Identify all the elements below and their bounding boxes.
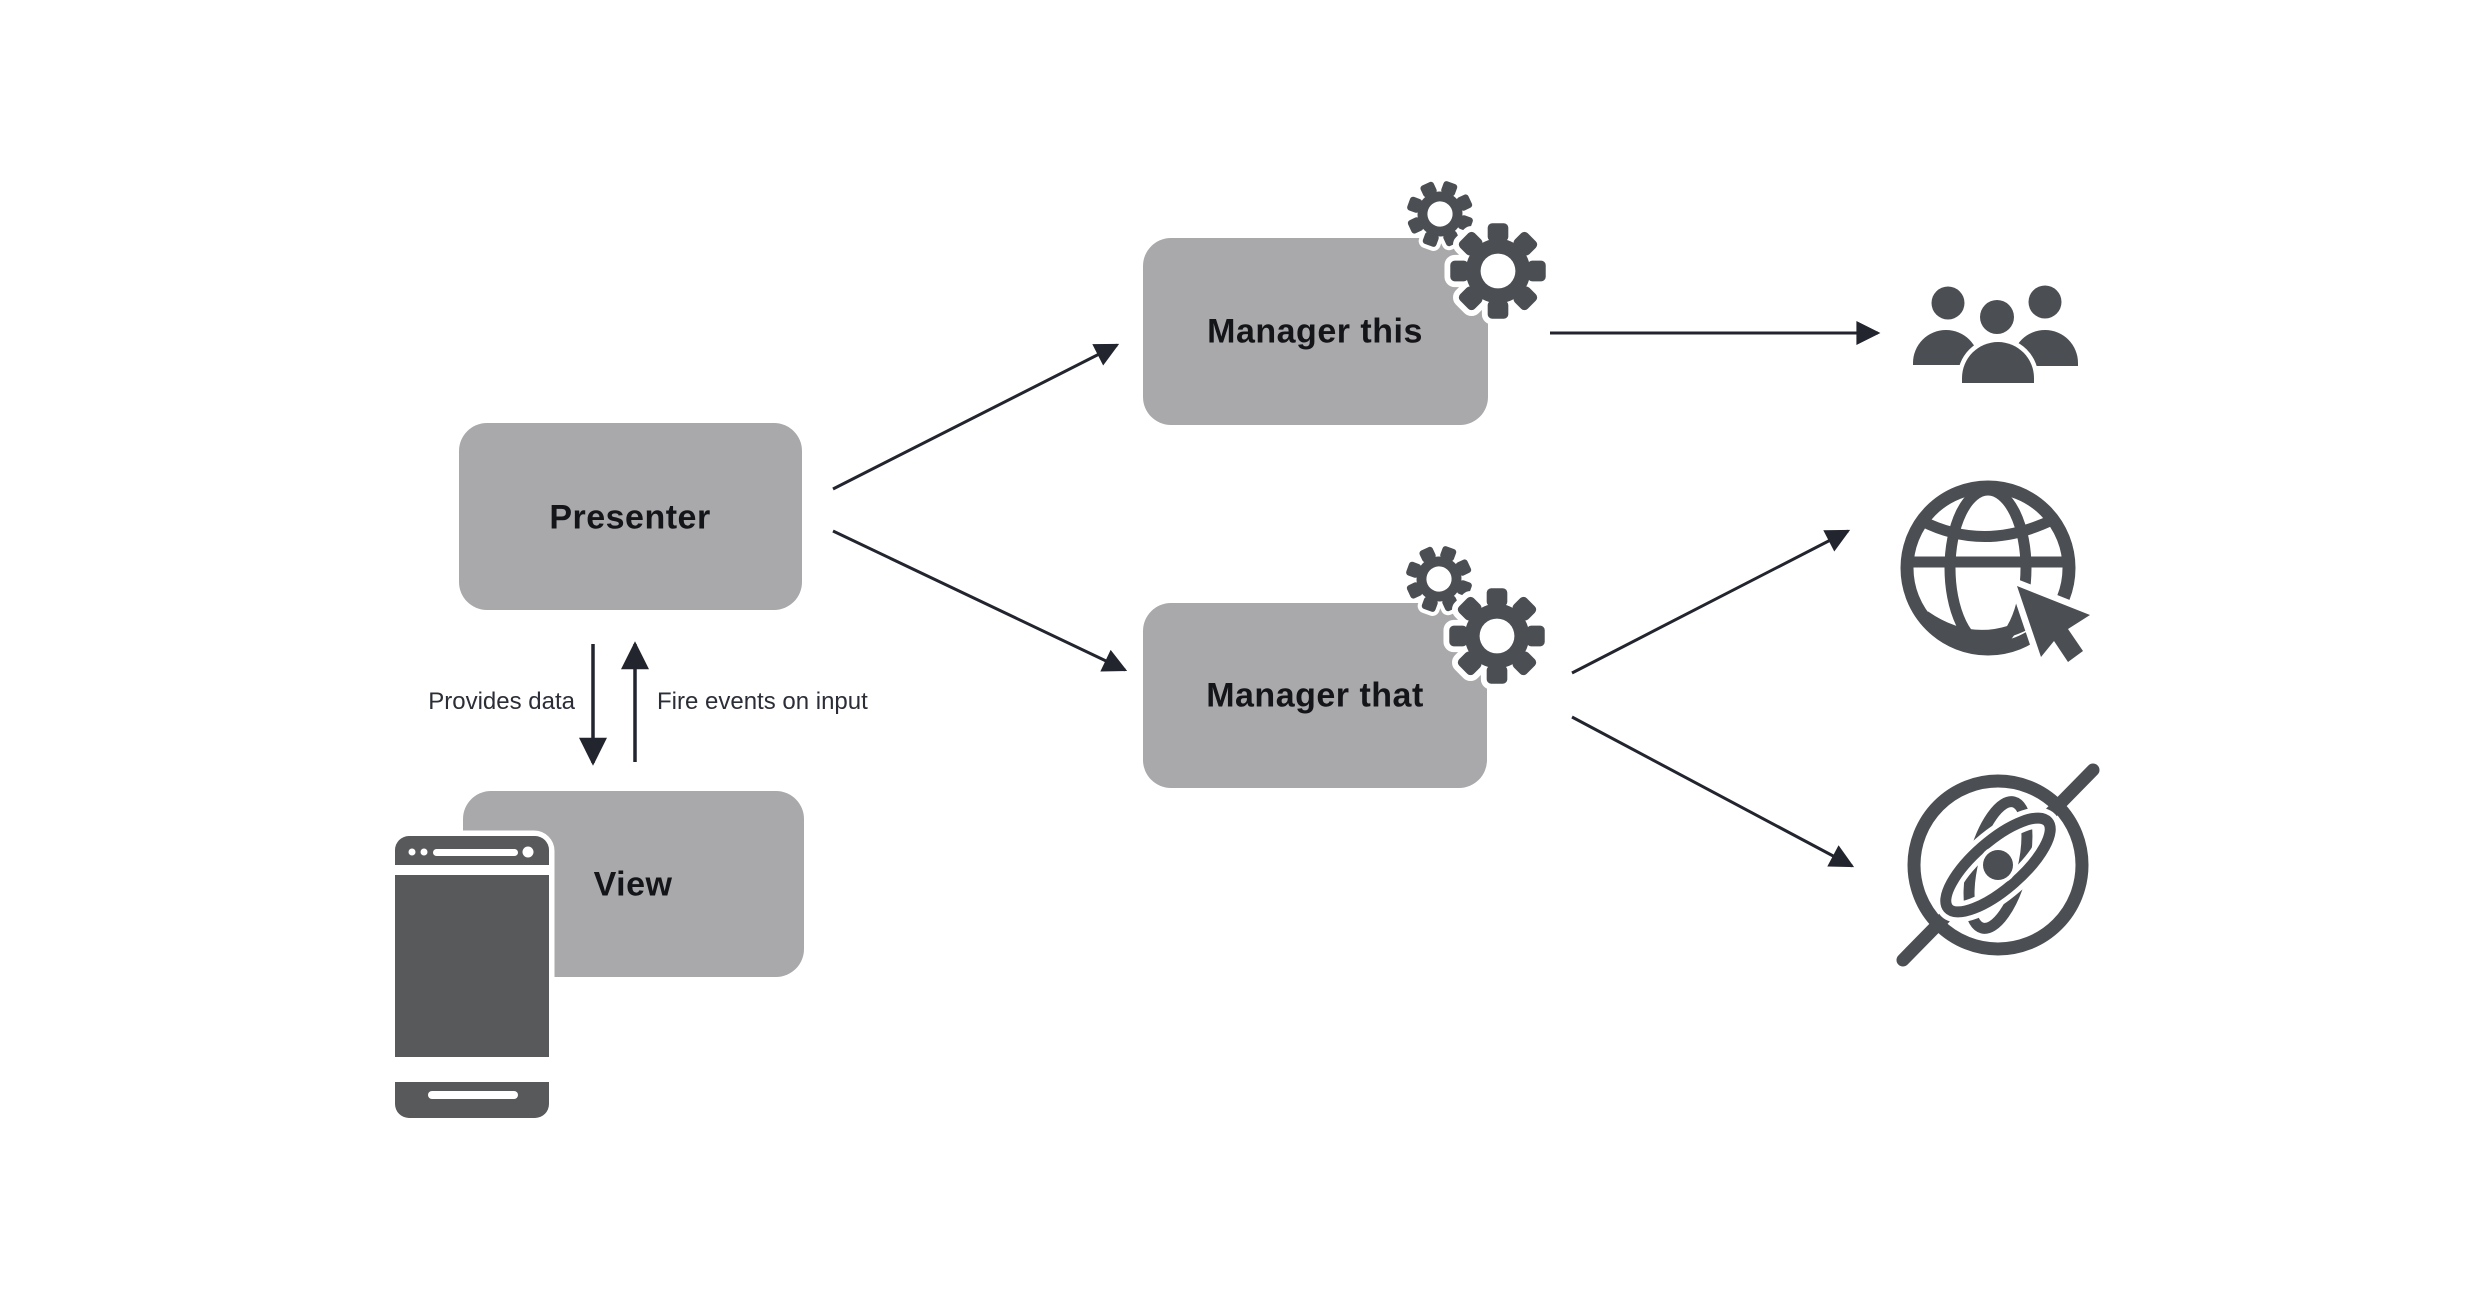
presenter-node-box xyxy=(459,423,802,610)
arrow-manager-that-to-globe xyxy=(1571,529,1851,675)
atom-icon xyxy=(1896,763,2100,967)
smartphone-icon xyxy=(389,830,555,1124)
view-node-label: View xyxy=(593,865,673,904)
manager-this-node-label: Manager this xyxy=(1207,312,1423,351)
users-icon xyxy=(1913,285,2078,388)
fire-events-edge-label: Fire events on input xyxy=(657,688,868,715)
arrow-presenter-to-manager-that xyxy=(832,529,1128,672)
presenter-node-label: Presenter xyxy=(549,498,711,537)
manager-this-node-box xyxy=(1143,238,1488,425)
arrow-manager-that-to-atom xyxy=(1571,715,1855,868)
provides-data-edge-label: Provides data xyxy=(428,688,575,715)
cursor-pointer xyxy=(2017,586,2090,662)
globe-cursor-icon xyxy=(1900,480,2097,669)
arrow-presenter-to-manager-this xyxy=(832,343,1120,491)
connector-arrows xyxy=(579,321,1881,868)
manager-that-node-label: Manager that xyxy=(1206,676,1424,715)
manager-that-node-box xyxy=(1143,603,1487,788)
